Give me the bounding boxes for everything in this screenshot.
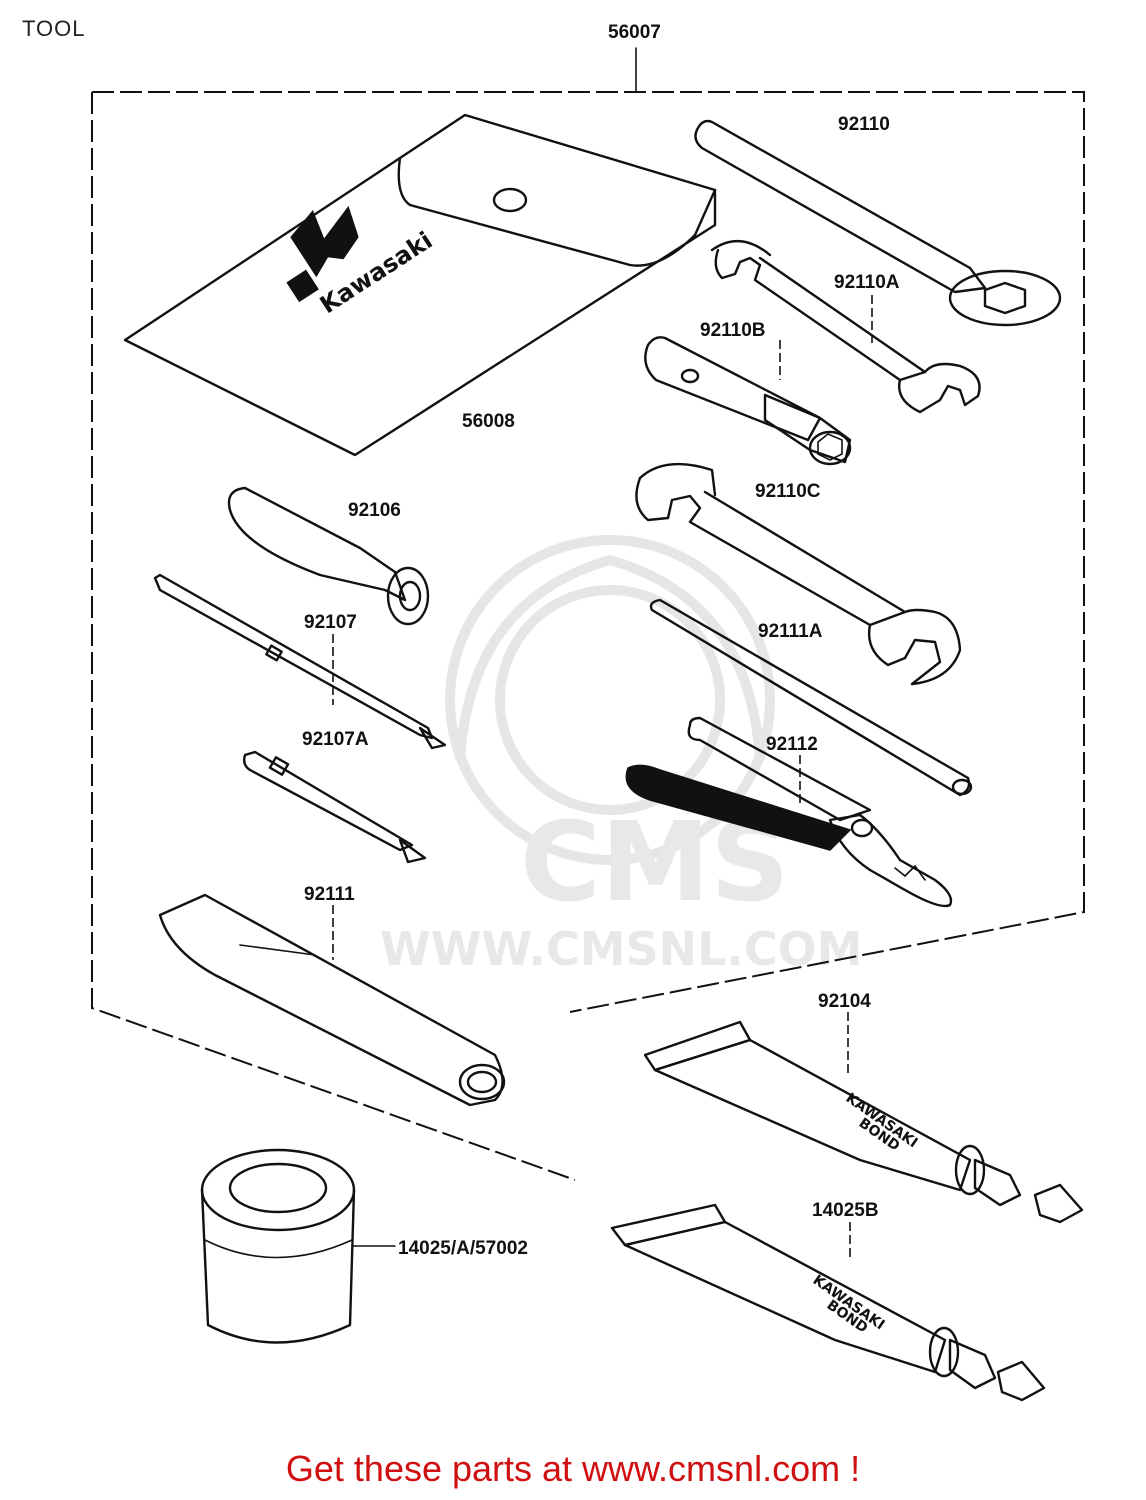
screwdriver-blade-a bbox=[242, 750, 427, 864]
label-wrench-a: 92110A bbox=[834, 272, 900, 293]
label-can: 14025/A/57002 bbox=[398, 1238, 528, 1259]
label-bar: 92111A bbox=[758, 621, 823, 642]
footer-link[interactable]: Get these parts at www.cmsnl.com ! bbox=[285, 1448, 861, 1489]
screwdriver-blade bbox=[153, 573, 447, 750]
label-tube-upper: 92104 bbox=[818, 991, 871, 1012]
label-tube-lower: 14025B bbox=[812, 1200, 879, 1221]
tool-pouch: Kawasaki bbox=[123, 113, 717, 457]
label-box-wrench: 92110B bbox=[700, 320, 766, 341]
pliers bbox=[625, 716, 953, 908]
label-extension: 92111 bbox=[304, 884, 355, 905]
ring-wrench bbox=[694, 119, 1062, 327]
label-kit: 56007 bbox=[608, 22, 661, 43]
grease-can bbox=[200, 1148, 396, 1344]
label-pouch: 56008 bbox=[462, 411, 515, 432]
box-wrench bbox=[644, 336, 852, 466]
label-screwdriver-handle: 92106 bbox=[348, 500, 401, 521]
label-screwdriver-blade: 92107 bbox=[304, 612, 357, 633]
screwdriver-handle bbox=[227, 486, 430, 626]
label-pliers: 92112 bbox=[766, 734, 818, 755]
label-ring-wrench: 92110 bbox=[838, 114, 890, 135]
watermark-url: WWW.CMSNL.COM bbox=[380, 922, 863, 976]
label-wrench-c: 92110C bbox=[755, 481, 821, 502]
leader-lines bbox=[332, 295, 873, 1260]
kit-outline bbox=[91, 47, 1085, 1181]
extension bbox=[158, 893, 506, 1107]
watermark: CMS WWW.CMSNL.COM bbox=[380, 535, 863, 976]
tube-upper: KAWASAKI BOND bbox=[643, 1020, 1084, 1224]
part-labels: 56007 92110 92110A 92110B 56008 92110C 9… bbox=[302, 22, 900, 1259]
tube-lower: KAWASAKI BOND bbox=[610, 1203, 1046, 1402]
open-wrench-a bbox=[710, 239, 981, 414]
bar bbox=[649, 598, 973, 797]
label-screwdriver-blade-a: 92107A bbox=[302, 729, 369, 750]
open-wrench-c bbox=[635, 462, 962, 686]
page-title: TOOL bbox=[22, 16, 86, 41]
